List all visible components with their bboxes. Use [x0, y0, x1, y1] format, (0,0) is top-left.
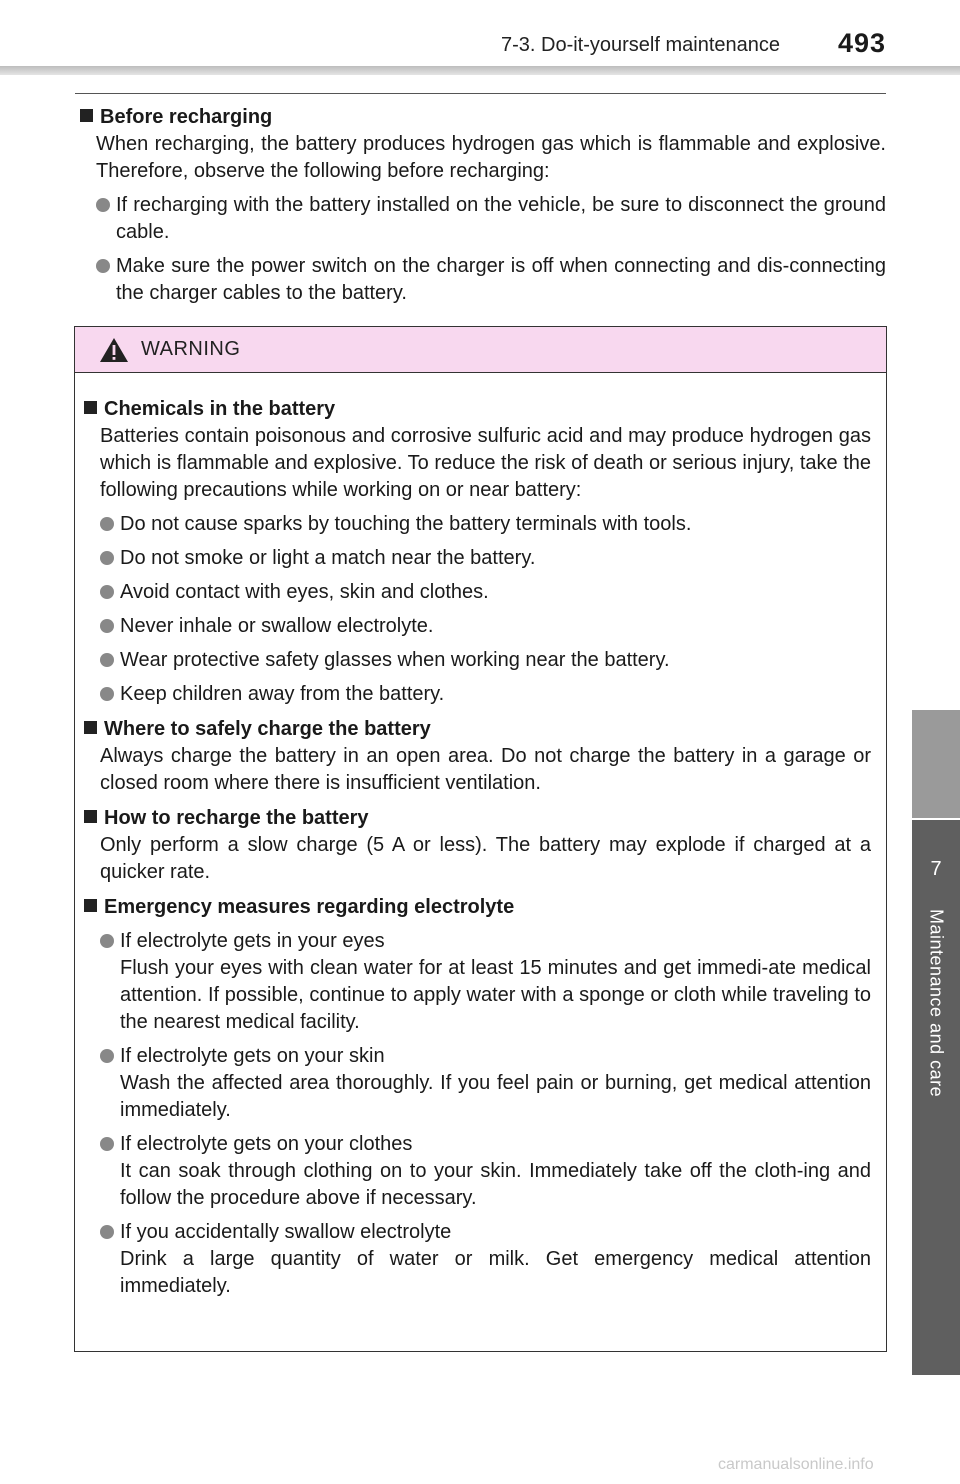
round-bullet-icon — [100, 1049, 114, 1063]
list-item: Never inhale or swallow electrolyte. — [100, 613, 871, 640]
warning-triangle-icon — [100, 337, 128, 362]
section-title: 7-3. Do-it-yourself maintenance — [500, 34, 780, 56]
round-bullet-icon — [100, 619, 114, 633]
warning-header: WARNING — [75, 327, 886, 373]
chemicals-heading: Chemicals in the battery — [84, 395, 871, 423]
content-top-line — [75, 93, 886, 94]
before-text: When recharging, the battery produces hy… — [96, 133, 886, 182]
side-tab-upper — [912, 710, 960, 818]
chapter-label: Maintenance and care — [926, 909, 947, 1098]
round-bullet-icon — [100, 551, 114, 565]
chapter-side-tab[interactable]: 7 Maintenance and care — [912, 820, 960, 1375]
warning-box: WARNING Chemicals in the battery Batteri… — [74, 326, 887, 1352]
how-heading: How to recharge the battery — [84, 804, 871, 832]
list-item: Do not cause sparks by touching the batt… — [100, 511, 871, 538]
list-item: Wear protective safety glasses when work… — [100, 647, 871, 674]
list-item: Keep children away from the battery. — [100, 681, 871, 708]
list-item: Do not smoke or light a match near the b… — [100, 545, 871, 572]
round-bullet-icon — [100, 934, 114, 948]
square-bullet-icon — [84, 899, 97, 912]
round-bullet-icon — [100, 687, 114, 701]
round-bullet-icon — [96, 198, 110, 212]
round-bullet-icon — [100, 653, 114, 667]
round-bullet-icon — [100, 585, 114, 599]
watermark: carmanualsonline.info — [718, 1456, 874, 1473]
page-number: 493 — [838, 28, 887, 58]
square-bullet-icon — [84, 401, 97, 414]
how-text: Only perform a slow charge (5 A or less)… — [100, 834, 871, 883]
list-item: Make sure the power switch on the charge… — [96, 253, 886, 307]
before-recharging-section: Before recharging When recharging, the b… — [80, 103, 886, 307]
before-heading: Before recharging — [80, 103, 886, 131]
square-bullet-icon — [84, 810, 97, 823]
round-bullet-icon — [100, 517, 114, 531]
round-bullet-icon — [100, 1225, 114, 1239]
square-bullet-icon — [80, 109, 93, 122]
round-bullet-icon — [100, 1137, 114, 1151]
list-item: Avoid contact with eyes, skin and clothe… — [100, 579, 871, 606]
square-bullet-icon — [84, 721, 97, 734]
where-text: Always charge the battery in an open are… — [100, 745, 871, 794]
chemicals-text: Batteries contain poisonous and corrosiv… — [100, 425, 871, 501]
round-bullet-icon — [96, 259, 110, 273]
chapter-number: 7 — [930, 858, 942, 880]
header-rule — [0, 66, 960, 75]
where-heading: Where to safely charge the battery — [84, 715, 871, 743]
list-item: If recharging with the battery installed… — [96, 192, 886, 246]
emergency-heading: Emergency measures regarding electrolyte — [84, 893, 871, 921]
warning-title: WARNING — [141, 338, 241, 360]
